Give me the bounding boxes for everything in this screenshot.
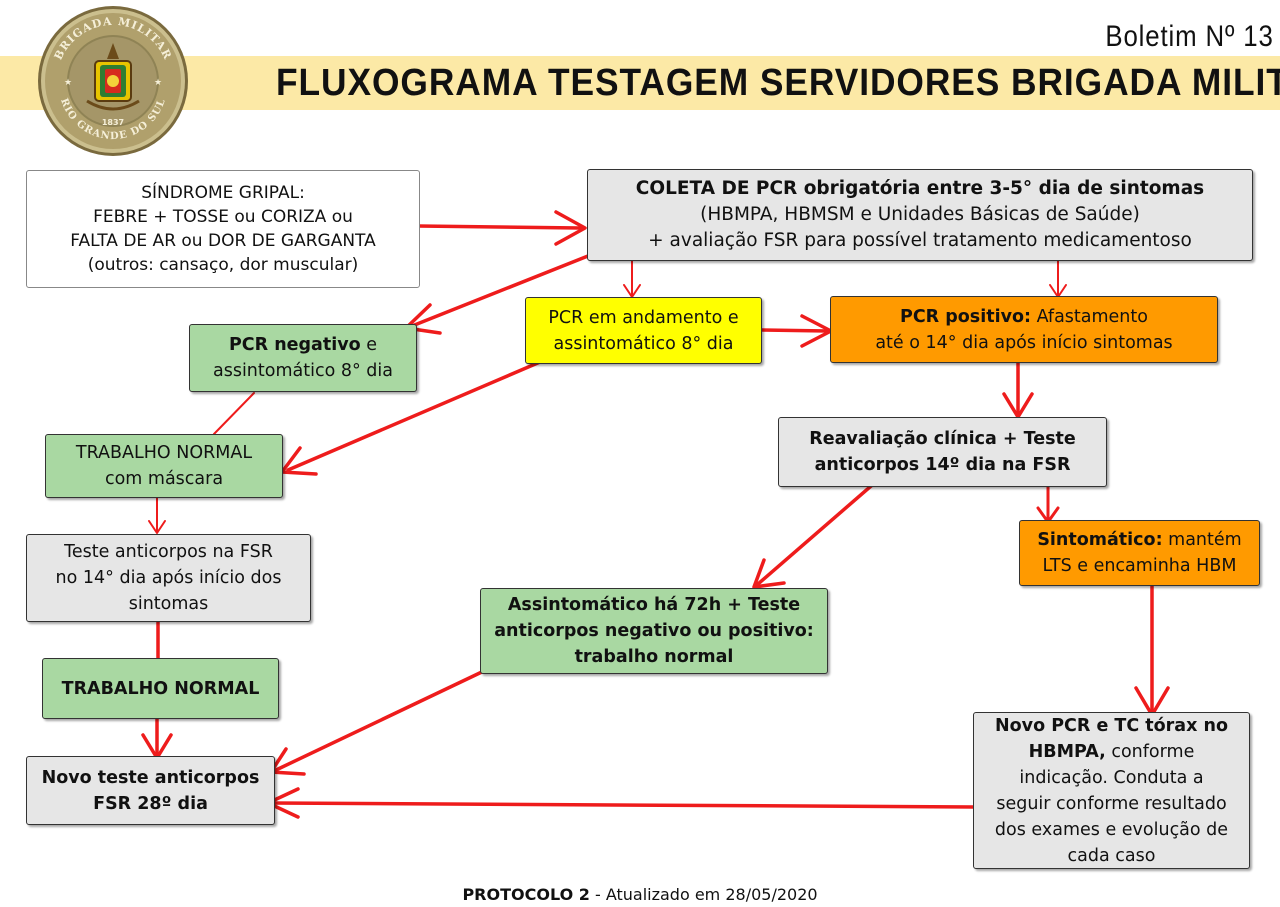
arrow-assintomatico-to-novo-teste <box>274 668 488 772</box>
andamento-line-2: assintomático 8° dia <box>553 333 734 354</box>
novo-teste-line-1: Novo teste anticorpos <box>41 767 260 788</box>
svg-text:★: ★ <box>64 78 72 88</box>
novo-pcr-line-3: indicação. Conduta a <box>1019 767 1204 788</box>
assintomatico-line-2: anticorpos negativo ou positivo: <box>494 621 814 641</box>
box-pcr-negativo: PCR negativo e assintomático 8° dia <box>189 324 417 392</box>
arrow-andamento-to-positivo <box>760 328 830 333</box>
negativo-line-1: PCR negativo e <box>229 332 377 358</box>
novo-pcr-line-4: seguir conforme resultado <box>996 793 1227 814</box>
teste-anticorpos-line-2: no 14° dia após início dos <box>55 568 282 588</box>
andamento-line-1: PCR em andamento e <box>548 307 739 328</box>
novo-pcr-line-6: cada caso <box>1067 845 1156 866</box>
box-novo-pcr: Novo PCR e TC tórax no HBMPA, conforme i… <box>973 712 1250 869</box>
arrow-coleta-to-negativo <box>410 250 600 328</box>
sindrome-line-3: FALTA DE AR ou DOR DE GARGANTA <box>70 231 376 251</box>
line-negativo-to-trabalho <box>213 392 255 435</box>
coleta-line-3: + avaliação FSR para possível tratamento… <box>648 230 1192 251</box>
arrow-sindrome-to-coleta <box>416 224 582 230</box>
title-banner <box>0 56 1280 110</box>
reavaliacao-line-2: anticorpos 14º dia na FSR <box>814 455 1071 475</box>
assintomatico-line-3: trabalho normal <box>574 647 734 667</box>
footer-updated: - Atualizado em 28/05/2020 <box>589 885 818 904</box>
positivo-line-2: até o 14° dia após início sintomas <box>875 332 1173 353</box>
footer-protocol: PROTOCOLO 2 - Atualizado em 28/05/2020 <box>0 885 1280 904</box>
reavaliacao-line-1: Reavaliação clínica + Teste <box>809 429 1076 449</box>
teste-anticorpos-line-1: Teste anticorpos na FSR <box>64 542 273 562</box>
box-sintomatico: Sintomático: mantém LTS e encaminha HBM <box>1019 520 1260 586</box>
positivo-bold: PCR positivo: <box>900 306 1031 327</box>
sintomatico-bold: Sintomático: <box>1037 530 1163 550</box>
box-pcr-andamento: PCR em andamento e assintomático 8° dia <box>525 297 762 364</box>
novo-teste-line-2: FSR 28º dia <box>93 793 208 814</box>
negativo-line-2: assintomático 8° dia <box>212 361 393 381</box>
brigada-militar-seal-icon: BRIGADA MILITAR RIO GRANDE DO SUL ★ ★ 18… <box>38 6 188 156</box>
box-novo-teste: Novo teste anticorpos FSR 28º dia <box>26 756 275 825</box>
svg-text:★: ★ <box>154 78 162 88</box>
sindrome-line-1: SÍNDROME GRIPAL: <box>141 183 305 203</box>
box-teste-anticorpos: Teste anticorpos na FSR no 14° dia após … <box>26 534 311 622</box>
trabalho-normal-line-1: TRABALHO NORMAL <box>61 678 260 699</box>
novo-pcr-bold: HBMPA, <box>1028 741 1106 762</box>
negativo-bold: PCR negativo <box>228 335 361 355</box>
novo-pcr-line-5: dos exames e evolução de <box>994 819 1229 840</box>
positivo-line-1: PCR positivo: Afastamento <box>900 304 1148 330</box>
footer-protocol-label: PROTOCOLO 2 <box>462 885 590 904</box>
novo-pcr-line-1: Novo PCR e TC tórax no <box>995 715 1228 736</box>
sindrome-line-2: FEBRE + TOSSE ou CORIZA ou <box>93 207 353 227</box>
novo-pcr-rest: conforme <box>1105 741 1195 762</box>
box-sindrome-gripal: SÍNDROME GRIPAL: FEBRE + TOSSE ou CORIZA… <box>26 170 420 288</box>
teste-anticorpos-line-3: sintomas <box>128 594 209 614</box>
positivo-rest: Afastamento <box>1031 306 1148 327</box>
trabalho-mascara-line-2: com máscara <box>104 469 224 489</box>
trabalho-mascara-line-1: TRABALHO NORMAL <box>75 443 253 463</box>
arrow-reavaliacao-to-assintomatico <box>756 478 880 586</box>
assintomatico-line-1: Assintomático há 72h + Teste <box>507 595 801 615</box>
coleta-line-2: (HBMPA, HBMSM e Unidades Básicas de Saúd… <box>700 204 1140 225</box>
sintomatico-rest: mantém <box>1162 530 1242 550</box>
arrow-andamento-to-trabalho <box>286 360 542 472</box>
box-coleta-pcr: COLETA DE PCR obrigatória entre 3-5° dia… <box>587 169 1253 261</box>
bulletin-number: Boletim Nº 13 <box>1105 20 1274 53</box>
sintomatico-line-2: LTS e encaminha HBM <box>1042 556 1237 576</box>
box-trabalho-normal: TRABALHO NORMAL <box>42 658 279 719</box>
box-pcr-positivo: PCR positivo: Afastamento até o 14° dia … <box>830 296 1218 363</box>
svg-text:1837: 1837 <box>102 118 124 127</box>
page-title: FLUXOGRAMA TESTAGEM SERVIDORES BRIGADA M… <box>276 62 1280 104</box>
negativo-rest: e <box>360 335 378 355</box>
box-trabalho-mascara: TRABALHO NORMAL com máscara <box>45 434 283 498</box>
sintomatico-line-1: Sintomático: mantém <box>1037 527 1241 553</box>
novo-pcr-line-2: HBMPA, conforme <box>1029 739 1195 765</box>
coleta-line-1: COLETA DE PCR obrigatória entre 3-5° dia… <box>635 178 1205 199</box>
box-reavaliacao: Reavaliação clínica + Teste anticorpos 1… <box>778 417 1107 487</box>
box-assintomatico-72h: Assintomático há 72h + Teste anticorpos … <box>480 588 828 674</box>
sindrome-line-4: (outros: cansaço, dor muscular) <box>87 255 359 275</box>
arrow-novo-pcr-to-novo-teste <box>270 801 976 809</box>
